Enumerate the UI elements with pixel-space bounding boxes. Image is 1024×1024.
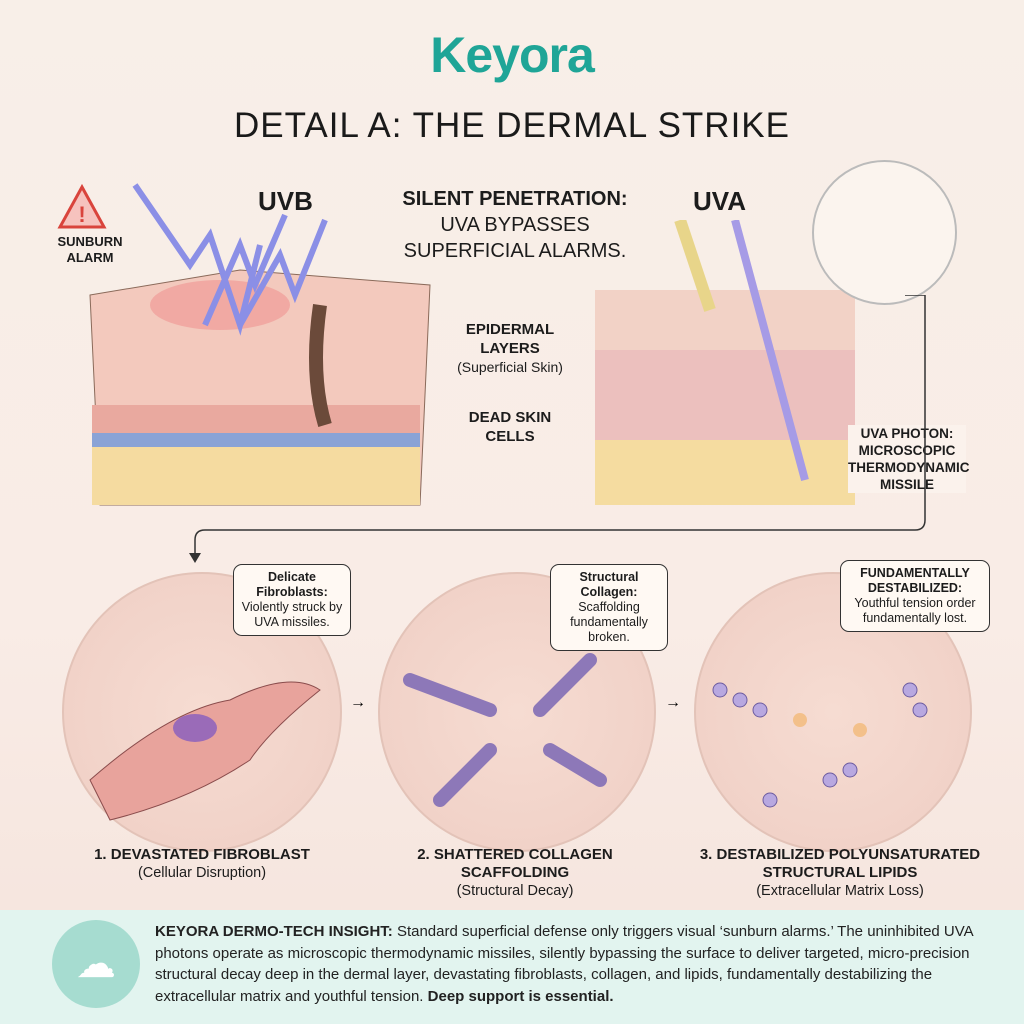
skin-cross-section-illustration: !: [57, 183, 431, 506]
page-title: DETAIL A: THE DERMAL STRIKE: [233, 106, 791, 145]
keyora-logo: Keyora: [430, 27, 595, 83]
caption-sub: (Extracellular Matrix Loss): [756, 883, 924, 899]
insight-closing: Deep support is essential.: [427, 987, 614, 1005]
uva-skin-panel-illustration: [595, 220, 855, 505]
callout-text: Youthful tension order fundamentally los…: [854, 596, 976, 625]
caption-title: 1. DEVASTATED FIBROBLAST: [94, 846, 310, 863]
stage-2-caption: 2. SHATTERED COLLAGEN SCAFFOLDING (Struct…: [405, 846, 625, 900]
callout-text: Violently struck by UVA missiles.: [241, 600, 343, 629]
svg-text:!: !: [78, 202, 85, 227]
silent-penetration-headline: SILENT PENETRATION: UVA BYPASSES SUPERFI…: [370, 186, 660, 264]
headline-line: UVA BYPASSES: [440, 214, 590, 236]
callout-title: FUNDAMENTALLY DESTABILIZED:: [860, 566, 970, 595]
insight-text: KEYORA DERMO-TECH INSIGHT: Standard supe…: [155, 921, 975, 1007]
brain-icon: ☁: [52, 920, 140, 1008]
insight-body: Standard superficial defense only trigge…: [155, 923, 973, 1005]
callout-title: Delicate Fibroblasts:: [256, 570, 328, 599]
stage-illustrations: →→: [89, 653, 928, 821]
connector-arrow: [189, 295, 926, 563]
caption-sub: (Structural Decay): [456, 883, 574, 899]
epidermal-sub: (Superficial Skin): [457, 359, 563, 375]
uva-label: UVA: [693, 186, 746, 216]
insight-lead: KEYORA DERMO-TECH INSIGHT:: [155, 923, 393, 940]
uva-missile-inset: [812, 160, 957, 305]
stage-3-caption: 3. DESTABILIZED POLYUNSATURATED STRUCTUR…: [690, 846, 990, 900]
headline-line: SILENT PENETRATION:: [402, 188, 628, 210]
svg-text:→: →: [350, 694, 366, 711]
uvb-label: UVB: [258, 186, 313, 216]
collagen-callout: Structural Collagen:Scaffolding fundamen…: [550, 564, 668, 651]
epidermal-layers-label: EPIDERMAL LAYERS (Superficial Skin): [445, 320, 575, 377]
warning-icon: [57, 183, 107, 229]
stage-1-caption: 1. DEVASTATED FIBROBLAST (Cellular Disrup…: [62, 846, 342, 882]
sunburn-alarm-label: SUNBURN ALARM: [57, 234, 123, 265]
caption-title: 3. DESTABILIZED POLYUNSATURATED STRUCTUR…: [699, 846, 981, 881]
insight-panel: [0, 910, 1024, 1024]
fibroblast-callout: Delicate Fibroblasts:Violently struck by…: [233, 564, 351, 636]
epidermal-title: EPIDERMAL LAYERS: [465, 321, 555, 357]
dead-skin-cells-label: DEAD SKIN CELLS: [468, 409, 552, 445]
headline-line: SUPERFICIAL ALARMS.: [403, 240, 627, 262]
caption-title: 2. SHATTERED COLLAGEN SCAFFOLDING: [417, 846, 613, 881]
uva-photon-label: UVA PHOTON: MICROSCOPIC THERMODYNAMIC MI…: [848, 425, 970, 493]
svg-text:→: →: [665, 694, 681, 711]
callout-text: Scaffolding fundamentally broken.: [570, 600, 648, 644]
lipids-callout: FUNDAMENTALLY DESTABILIZED:Youthful tens…: [840, 560, 990, 632]
callout-title: Structural Collagen:: [579, 570, 639, 599]
caption-sub: (Cellular Disruption): [137, 865, 267, 881]
